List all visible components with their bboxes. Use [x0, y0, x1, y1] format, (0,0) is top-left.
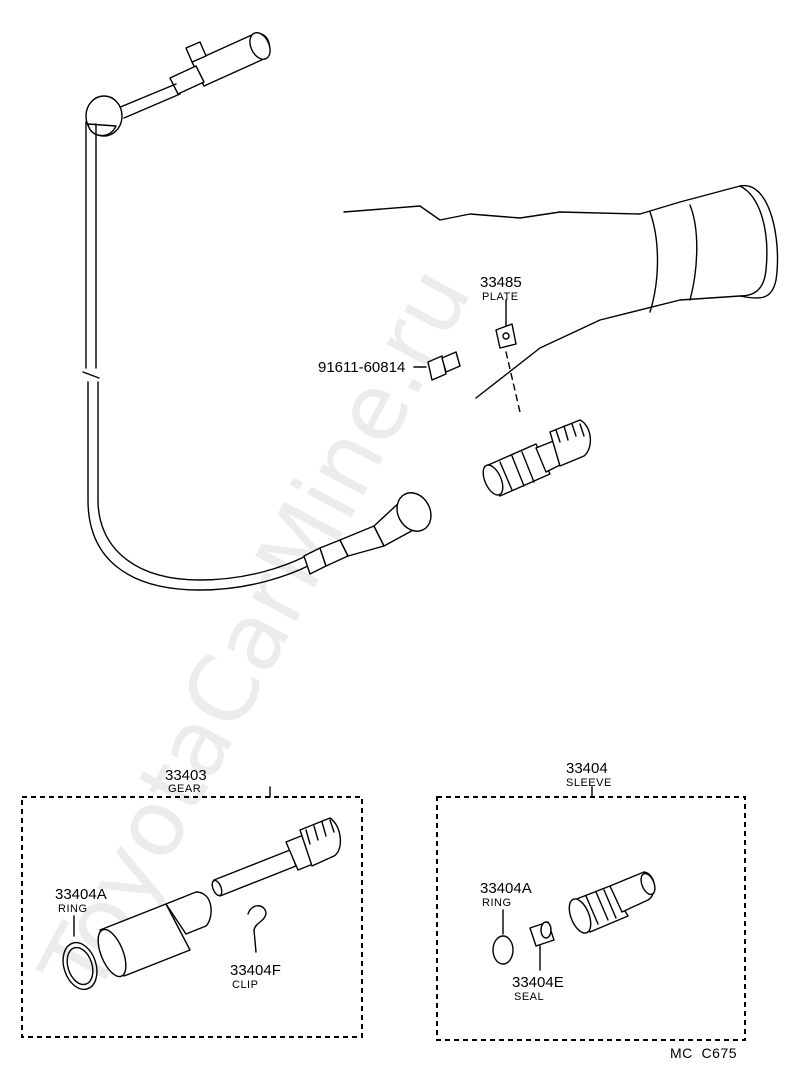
- clip-number: 33404F: [230, 962, 281, 979]
- ring-right-number: 33404A: [480, 880, 532, 897]
- cable-upper-connector: [117, 32, 271, 119]
- plate-33485: [495, 299, 521, 413]
- sleeve-number: 33404: [566, 760, 608, 777]
- sleeve-kit-parts: [492, 871, 656, 971]
- clip-name: CLIP: [232, 979, 258, 991]
- sleeve-name: SLEEVE: [566, 777, 612, 789]
- seal-number: 33404E: [512, 974, 564, 991]
- cable-lower-connector: [303, 492, 432, 575]
- seal-name: SEAL: [514, 991, 544, 1003]
- gear-name: GEAR: [168, 783, 201, 795]
- plate-name: PLATE: [482, 291, 519, 303]
- speedometer-cable: [82, 32, 432, 591]
- reference-code: MC C675: [670, 1045, 737, 1061]
- cable-grommet: [85, 95, 123, 137]
- transmission-housing: [343, 185, 779, 399]
- driven-gear-assembly: [482, 419, 591, 497]
- gear-kit-parts: [62, 817, 341, 991]
- ring-right-name: RING: [482, 897, 512, 909]
- gear-number: 33403: [165, 767, 207, 784]
- plate-number: 33485: [480, 274, 522, 291]
- ring-left-name: RING: [58, 903, 88, 915]
- ring-left-number: 33404A: [55, 886, 107, 903]
- bolt-number: 91611-60814: [318, 359, 405, 376]
- bolt-91611-60814: [413, 351, 461, 381]
- sleeve-kit-box: [436, 796, 746, 1041]
- cable-line: [85, 121, 311, 591]
- gear-kit-box: [21, 796, 363, 1038]
